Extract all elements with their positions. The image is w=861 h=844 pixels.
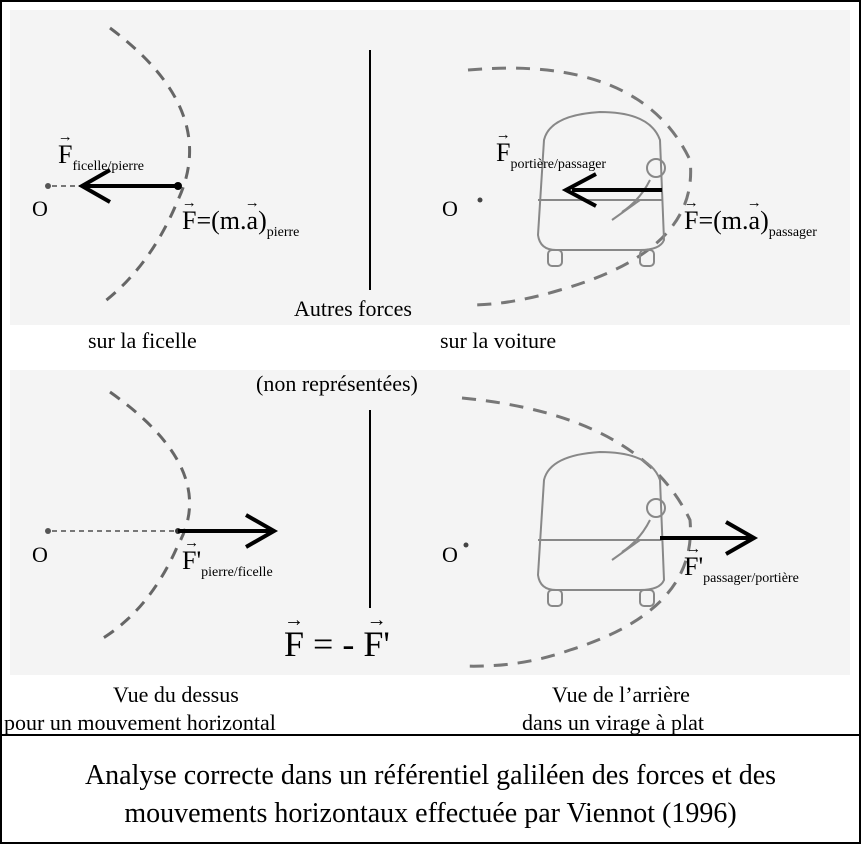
sur-la-ficelle-label: sur la ficelle — [88, 328, 197, 353]
force-subscript: portière/passager — [510, 157, 607, 172]
force-subscript: pierre/ficelle — [201, 565, 273, 580]
force-label-string-on-stone: Fficelle/pierre — [58, 142, 144, 174]
center-point-bottom-left — [45, 528, 51, 534]
force-label-door-on-passenger: Fportière/passager — [496, 140, 606, 172]
equation-subscript: pierre — [266, 225, 300, 240]
force-door-on-passenger-arrowhead — [561, 172, 597, 208]
view-right-line2: dans un virage à plat — [522, 710, 705, 735]
autres-forces-label: Autres forces — [294, 296, 412, 321]
force-symbol: F' — [182, 548, 201, 574]
non-representees-label: (non représentées) — [256, 371, 418, 396]
center-label-bottom-left: O — [32, 542, 48, 567]
force-label-passenger-on-door: F'passager/portière — [684, 554, 799, 586]
force-passenger-on-door-arrowhead — [725, 520, 759, 556]
newton-third-law-equation: F = - F' — [284, 626, 390, 662]
view-right-line1: Vue de l’arrière — [552, 682, 690, 707]
force-string-on-stone-arrowhead — [77, 168, 111, 204]
center-point-top-left — [45, 183, 51, 189]
equation-close: ) — [258, 206, 267, 235]
equation-right: F' — [363, 626, 390, 662]
equation-prefix: =(m. — [698, 206, 749, 235]
force-symbol: F — [496, 140, 510, 166]
force-label-stone-on-string: F'pierre/ficelle — [182, 548, 273, 580]
stone-trajectory-bottom — [99, 390, 192, 642]
car-bottom — [536, 450, 666, 607]
view-left-line1: Vue du dessus — [113, 682, 239, 707]
force-symbol: F — [684, 208, 698, 234]
equation-passenger: F=(m.a)passager — [684, 208, 817, 240]
caption-line1: Analyse correcte dans un référentiel gal… — [84, 760, 777, 791]
equation-close: ) — [760, 206, 769, 235]
car-trajectory-top — [467, 66, 693, 307]
view-left-line2: pour un mouvement horizontal — [4, 710, 276, 735]
force-stone-on-string-arrowhead — [245, 513, 279, 549]
center-label-top-left: O — [32, 196, 48, 221]
force-subscript: ficelle/pierre — [72, 159, 144, 174]
equation-prefix: =(m. — [196, 206, 247, 235]
center-label-top-right: O — [442, 196, 458, 221]
acceleration-symbol: a — [749, 208, 761, 234]
caption-line2: mouvements horizontaux effectuée par Vie… — [124, 798, 737, 829]
center-label-bottom-right: O — [442, 542, 458, 567]
center-point-bottom-right — [463, 542, 469, 548]
car-trajectory-bottom — [461, 396, 692, 668]
equation-left: F — [284, 626, 304, 662]
equation-middle: = - — [304, 624, 364, 664]
stone-trajectory-top — [99, 26, 192, 307]
center-point-top-right — [477, 197, 483, 203]
bottom-panel-background — [10, 370, 850, 675]
sur-la-voiture-label: sur la voiture — [440, 328, 557, 353]
force-subscript: passager/portière — [703, 571, 799, 586]
force-symbol: F — [182, 208, 196, 234]
force-symbol: F' — [684, 554, 703, 580]
force-symbol: F — [58, 142, 72, 168]
equation-subscript: passager — [768, 225, 817, 240]
equation-stone: F=(m.a)pierre — [182, 208, 299, 240]
acceleration-symbol: a — [247, 208, 259, 234]
